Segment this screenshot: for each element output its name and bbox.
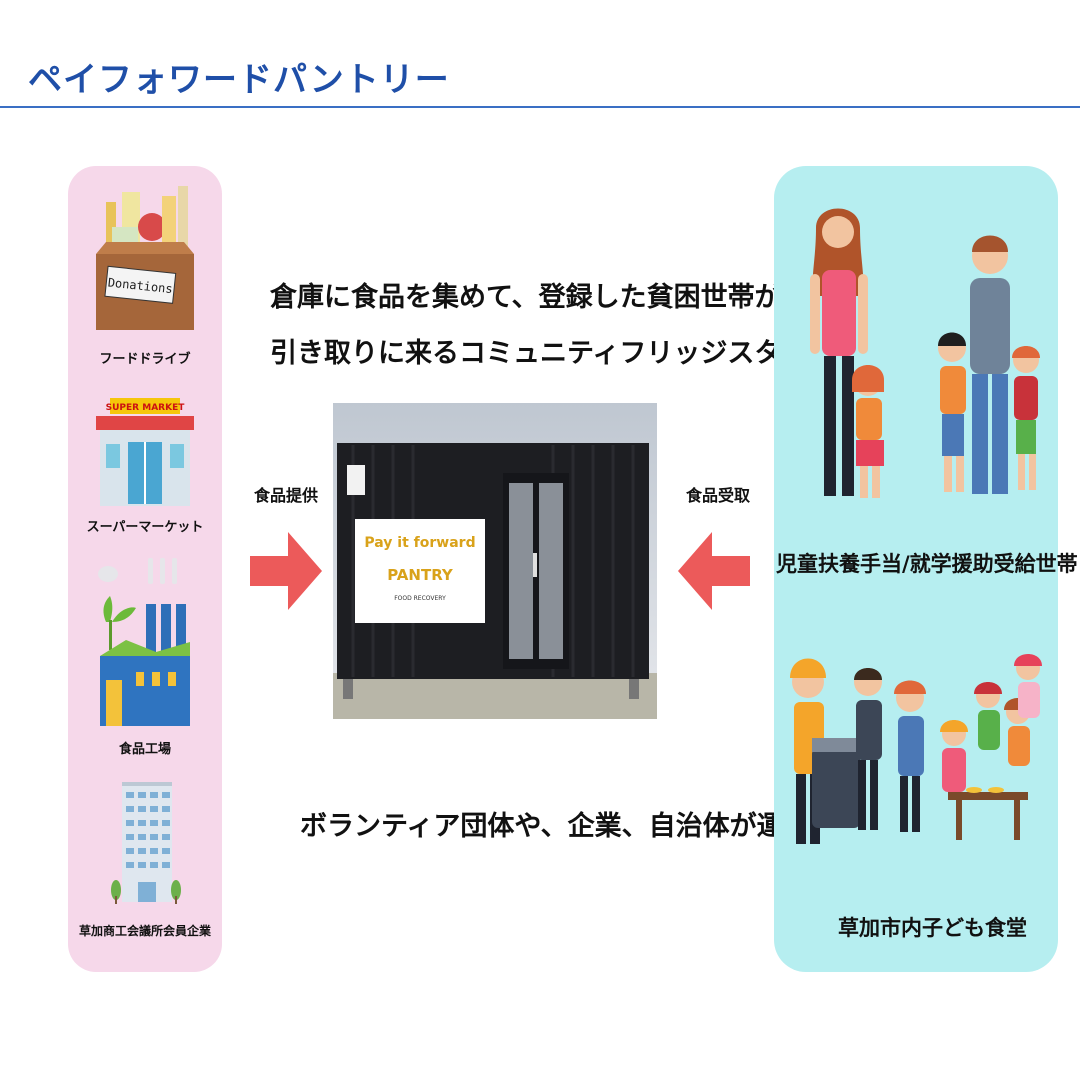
receive-label: 食品受取 (686, 486, 751, 505)
arrow-left-icon (678, 532, 750, 610)
supplier-label-factory: 食品工場 (118, 742, 171, 757)
factory-icon (98, 558, 190, 726)
family-icon (810, 208, 1040, 498)
donations-box-text: Donations (107, 275, 173, 296)
suppliers-panel: Donations フードドライブ SUPER MARKET スーパーマーケット (68, 166, 222, 972)
office-building-icon (111, 782, 181, 904)
supplier-label-supermarket: スーパーマーケット (86, 520, 204, 535)
pantry-sign-line-1: Pay it forward (364, 535, 475, 551)
page-title: ペイフォワードパントリー (28, 60, 450, 100)
operators-text: ボランティア団体や、企業、自治体が運営 (300, 811, 811, 842)
pantry-sign-line-3: FOOD RECOVERY (394, 595, 446, 602)
headline-line-2: 引き取りに来るコミュニティフリッジスタイル (270, 338, 836, 369)
supplier-label-food-drive: フードドライブ (99, 352, 191, 367)
headline-line-1: 倉庫に食品を集めて、登録した貧困世帯が (270, 282, 782, 313)
title-divider (0, 106, 1080, 108)
recipient-label-households: 児童扶養手当/就学援助受給世帯 (776, 552, 1078, 576)
pantry-sign-line-2: PANTRY (387, 566, 454, 584)
recipient-label-kids-cafeteria: 草加市内子ども食堂 (838, 916, 1027, 940)
supplier-label-chamber-members: 草加商工会議所会員企業 (78, 924, 211, 938)
donation-box-icon: Donations (96, 186, 194, 330)
supermarket-icon: SUPER MARKET (96, 398, 194, 506)
supermarket-sign-text: SUPER MARKET (106, 403, 186, 413)
children-cafeteria-icon (790, 654, 1042, 844)
arrow-right-icon (250, 532, 322, 610)
pantry-container-photo: Pay it forward PANTRY FOOD RECOVERY (333, 403, 657, 719)
supply-label: 食品提供 (254, 486, 319, 505)
recipients-panel: 児童扶養手当/就学援助受給世帯 (774, 166, 1078, 972)
